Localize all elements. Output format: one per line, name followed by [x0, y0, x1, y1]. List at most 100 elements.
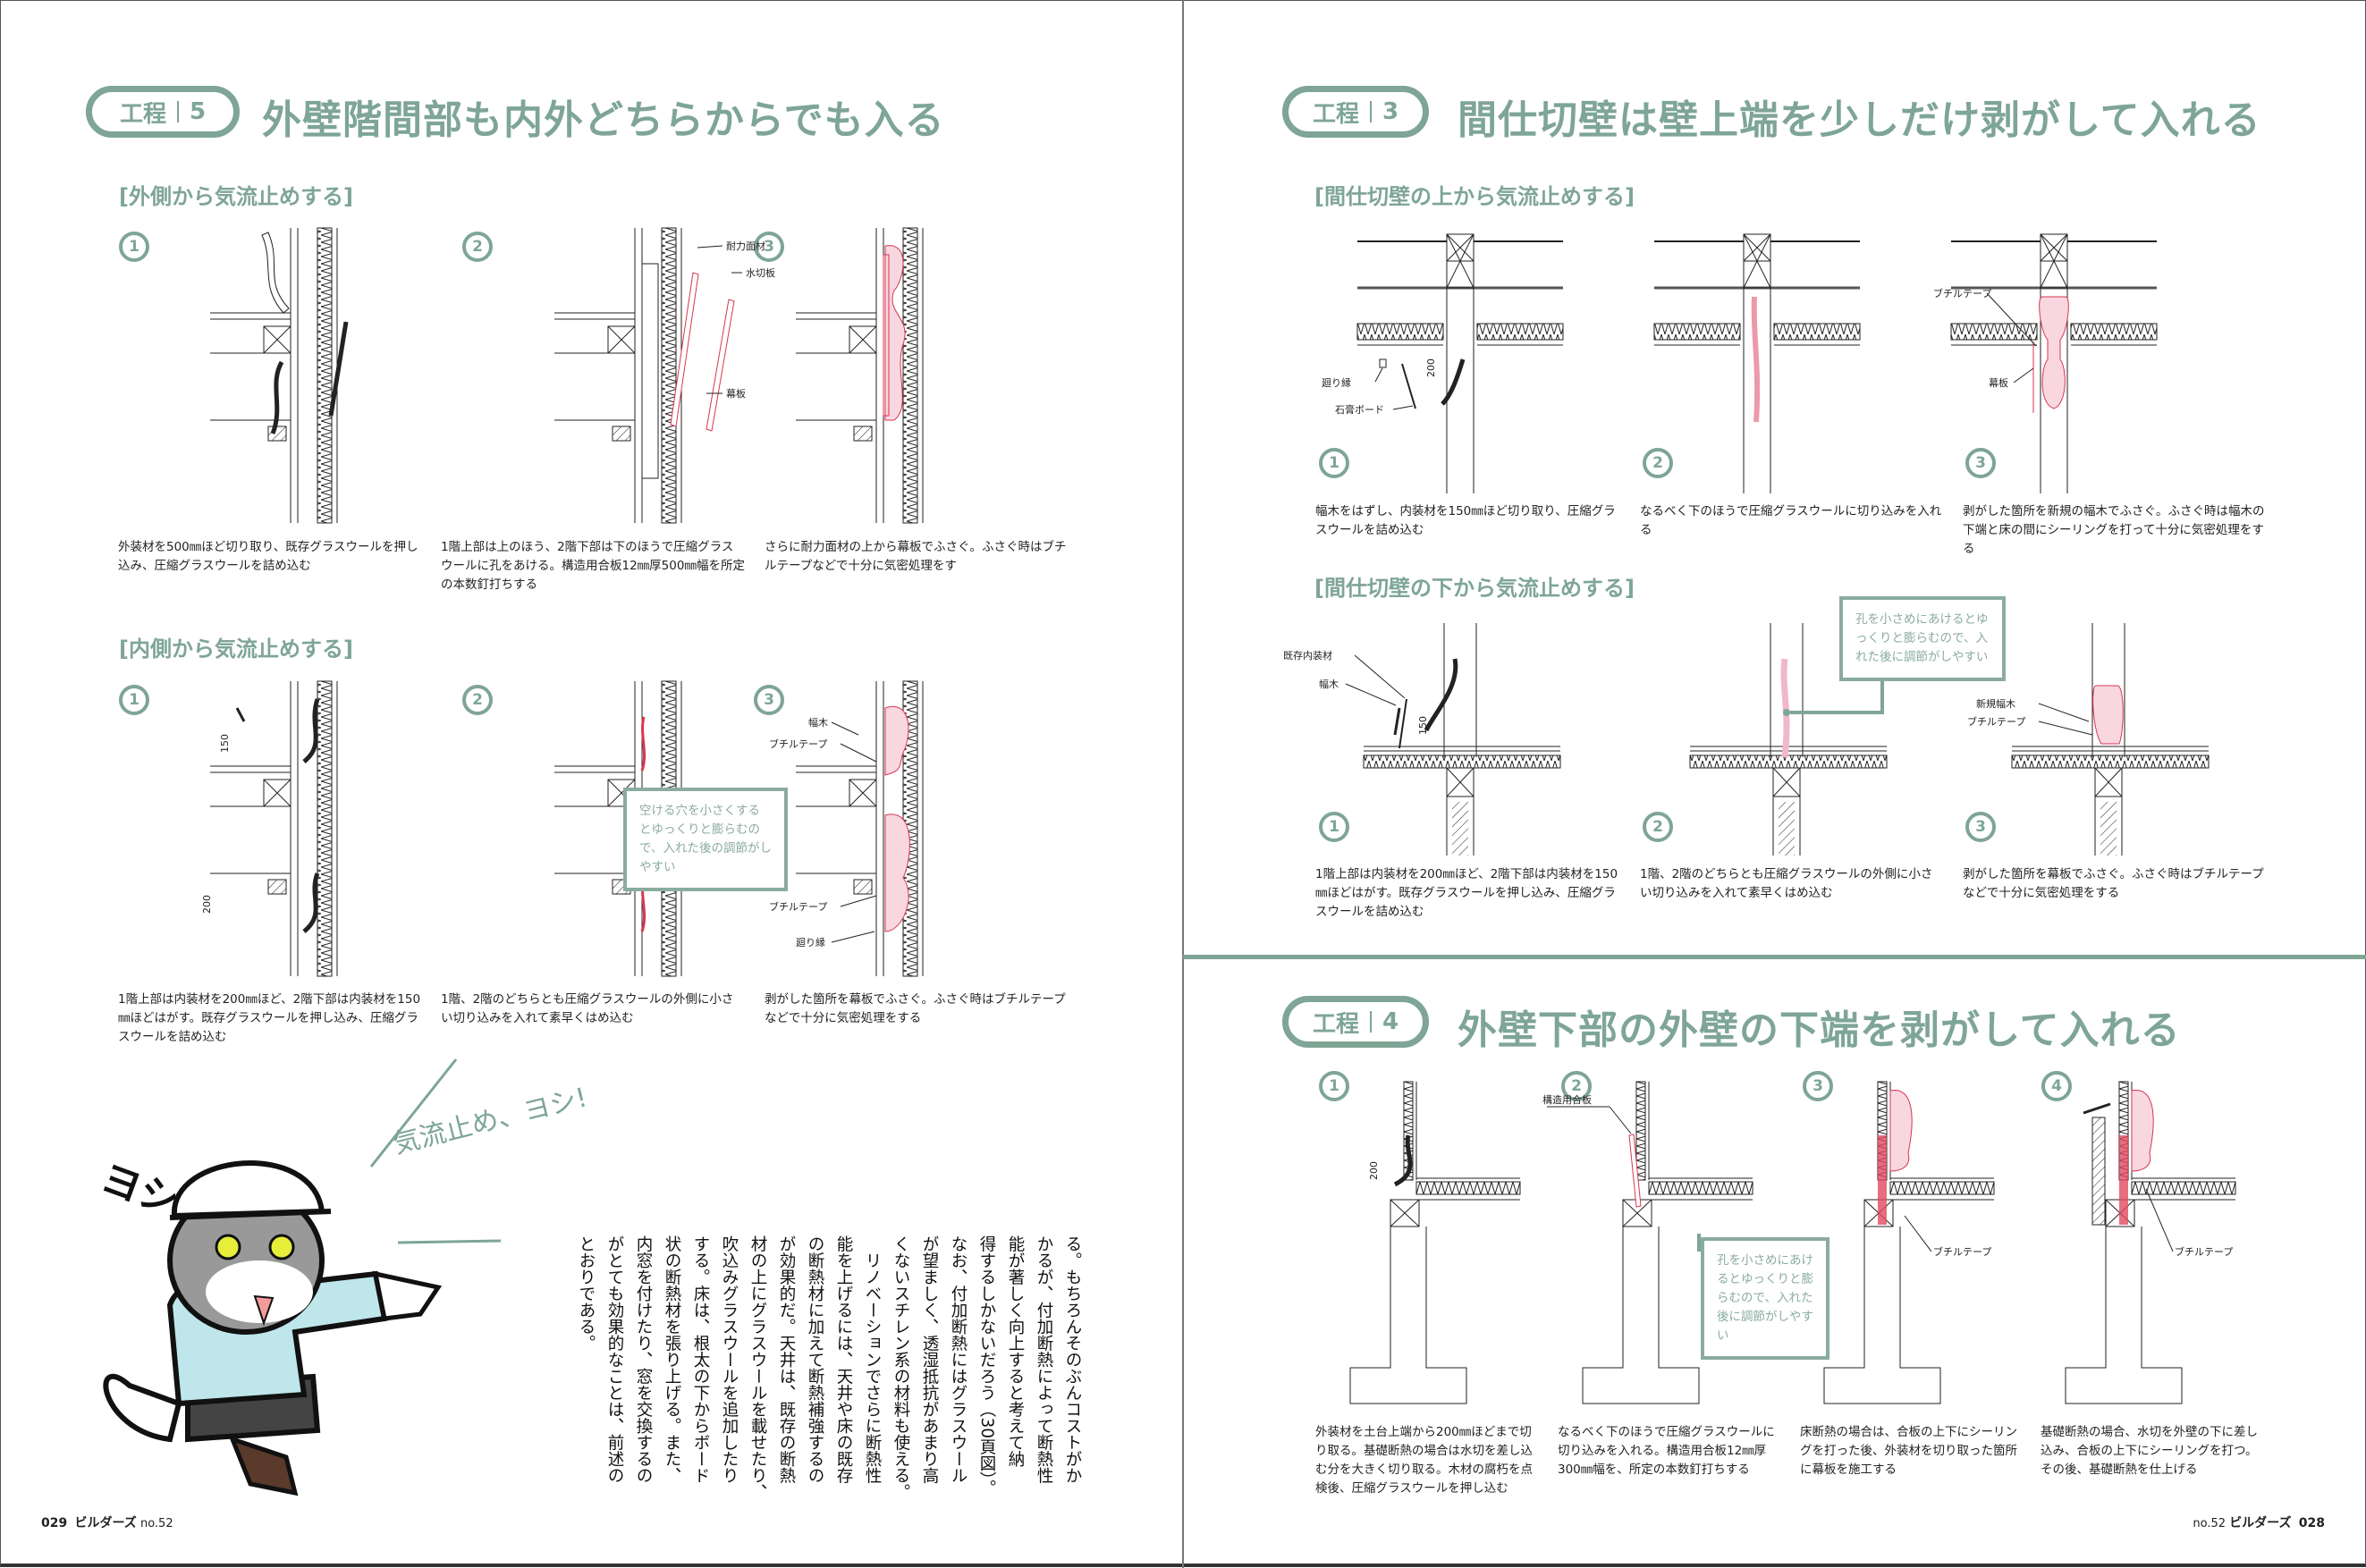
body-column: くないスチレン系の材料も使える。: [891, 1235, 910, 1500]
caption-inside-3: 剥がした箇所を幕板でふさぐ。ふさぐ時はブチルテープなどで十分に気密処理をする: [765, 992, 1066, 1025]
insulation-fill: [2092, 685, 2124, 745]
caption-base-3: 床断熱の場合は、合板の上下にシーリングを打った後、外装材を切り取った箇所に幕板を…: [1800, 1425, 2017, 1477]
page-number: 028: [2298, 1516, 2325, 1530]
diagram-outside-2: 耐力面材 水切板 幕板: [528, 228, 775, 523]
insulation-fill: [2039, 296, 2069, 409]
badge-divider: [1369, 1011, 1372, 1033]
caption-above-1: 幅木をはずし、内装材を150㎜ほど切り取り、圧縮グラスウールを詰め込む: [1315, 504, 1616, 537]
label-butyl-tape: ブチルテープ: [1933, 287, 1991, 299]
label-baseboard: 幅木: [808, 717, 828, 729]
diagram-below-3: 新規幅木 ブチルテープ: [1967, 622, 2210, 856]
inside-heading: [内側から気流止めする]: [119, 636, 353, 662]
caption-outside-2: 1階上部は上のほう、2階下部は下のほうで圧縮グラスウールに孔をあける。構造用合板…: [441, 540, 745, 592]
issue-number: no.52: [2193, 1517, 2227, 1530]
body-column: がとても効果的なことは、前述の: [605, 1235, 624, 1484]
caption-below-1: 1階上部は内装材を200㎜ほど、2階下部は内装材を150㎜ほどはがす。既存グラス…: [1315, 867, 1618, 919]
step-circle: 2: [1643, 448, 1673, 478]
label-crown-molding: 廻り縁: [796, 936, 825, 948]
body-column: リノベーションでさらに断熱性: [863, 1235, 882, 1484]
caption-base-2: なるべく下のほうで圧縮グラスウールに切り込みを入れる。構造用合板12㎜厚300㎜…: [1558, 1425, 1775, 1477]
process-badge-5: 工程 5: [86, 86, 240, 138]
insulation-fill: [2131, 1090, 2154, 1172]
insulation-fill: [884, 245, 906, 421]
step-circle: 3: [1803, 1071, 1833, 1101]
body-column: 状の断熱材を張り上げる。また、: [663, 1235, 681, 1484]
cat-pointing-hand: [372, 1270, 443, 1321]
caption-below-2: 1階、2階のどちらとも圧縮グラスウールの外側に小さい切り込みを入れて素早くはめ込…: [1640, 867, 1933, 900]
badge-label: 工程: [119, 100, 166, 128]
dim-200: 200: [1368, 1161, 1380, 1180]
from-above-heading: [間仕切壁の上から気流止めする]: [1314, 184, 1635, 209]
badge-number: 5: [189, 98, 207, 125]
step-circle: 1: [1319, 448, 1349, 478]
diagram-outside-3: [805, 228, 966, 523]
caption-below-3: 剥がした箇所を幕板でふさぐ。ふさぐ時はブチルテープなどで十分に気密処理をする: [1963, 867, 2264, 900]
label-butyl-tape: ブチルテープ: [769, 900, 827, 913]
diagram-outside-1: [183, 228, 349, 523]
badge-number: 4: [1382, 1008, 1399, 1035]
badge-divider: [1369, 101, 1372, 122]
label-butyl-tape: ブチルテープ: [2175, 1245, 2233, 1258]
diagram-base-4: ブチルテープ: [2065, 1081, 2236, 1404]
label-butyl-tape: ブチルテープ: [1967, 715, 2025, 728]
diagram-below-1: 150 既存内装材 幅木: [1283, 622, 1561, 856]
caption-outside-1: 外装材を500㎜ほど切り取り、既存グラスウールを押し込み、圧縮グラスウールを詰め…: [118, 540, 418, 573]
section-title-5: 外壁階間部も内外どちらからでも入る: [262, 97, 945, 143]
label-bearing-panel: 耐力面材: [726, 240, 765, 252]
body-text-vertical: る。もちろんそのぶんコストがか かるが、付加断熱によって断熱性 能が著しく向上す…: [550, 1235, 1086, 1504]
label-structural-plywood: 構造用合板: [1542, 1093, 1592, 1106]
body-column: が効果的だ。天井は、既存の断熱: [777, 1235, 796, 1484]
caption-inside-1: 1階上部は内装材を200㎜ほど、2階下部は内装材を150㎜ほどはがす。既存グラス…: [118, 992, 421, 1044]
body-column: 材の上にグラスウールを載せたり、: [748, 1235, 767, 1500]
magazine-name: ビルダーズ: [2229, 1516, 2292, 1530]
caption-base-4: 基礎断熱の場合、水切を外壁の下に差し込み、合板の上下にシーリングを打つ。その後、…: [2041, 1425, 2258, 1477]
cat-mascot-illustration: ヨシ!: [95, 1058, 502, 1496]
step-circle: 4: [2041, 1071, 2072, 1101]
from-below-heading: [間仕切壁の下から気流止めする]: [1314, 576, 1635, 601]
step-circle: 1: [1319, 1071, 1349, 1101]
body-column: る。もちろんそのぶんコストがか: [1063, 1235, 1082, 1484]
cat-shoe: [228, 1435, 299, 1496]
dim-200: 200: [1425, 358, 1437, 377]
outside-heading: [外側から気流止めする]: [119, 184, 353, 209]
process-badge-4: 工程 4: [1282, 996, 1429, 1048]
hard-hat: [171, 1160, 325, 1219]
magazine-name: ビルダーズ: [74, 1516, 137, 1530]
body-column: 吹込みグラスウールを追加したり: [720, 1235, 739, 1484]
label-fascia: 幕板: [1989, 376, 2008, 389]
step-circle: 2: [1561, 1071, 1592, 1101]
body-column: 内窓を付けたり、窓を交換するの: [634, 1235, 653, 1484]
dim-150: 150: [1417, 716, 1429, 735]
label-butyl-tape: ブチルテープ: [769, 738, 827, 750]
label-butyl-tape: ブチルテープ: [1933, 1245, 1991, 1258]
caption-base-1: 外装材を土台上端から200㎜ほどまで切り取る。基礎断熱の場合は水切を差し込む分を…: [1315, 1425, 1533, 1496]
step-circle: 1: [119, 232, 149, 262]
badge-label: 工程: [1312, 1010, 1359, 1038]
callout-small-hole-partition: 孔を小さめにあけるとゆっくりと膨らむので、入れた後に調節がしやすい: [1839, 596, 2006, 681]
caption-above-2: なるべく下のほうで圧縮グラスウールに切り込みを入れる: [1640, 504, 1942, 537]
diagram-above-1: 200 廻り縁 石膏ボード: [1322, 234, 1563, 485]
label-existing-interior: 既存内装材: [1283, 649, 1332, 662]
label-fascia: 幕板: [726, 387, 746, 400]
diagram-base-1: 200: [1349, 1081, 1521, 1404]
step-circle: 3: [1965, 812, 1996, 842]
diagram-above-2: [1654, 234, 1860, 485]
callout-small-hole: 空ける穴を小さくするとゆっくりと膨らむので、入れた後の調節がしやすい: [623, 788, 788, 891]
label-baseboard: 幅木: [1319, 679, 1339, 690]
body-column: が望ましく、透湿抵抗があまり高: [920, 1235, 939, 1484]
step-circle: 2: [462, 685, 493, 715]
removed-siding: [261, 232, 290, 314]
body-column: する。床は、根太の下からボード: [691, 1235, 710, 1484]
step-circle: 1: [119, 685, 149, 715]
section-title-4: 外壁下部の外壁の下端を剥がして入れる: [1458, 1007, 2181, 1053]
body-column: の断熱材に加えて断熱補強するの: [806, 1235, 824, 1484]
label-gypsum-board: 石膏ボード: [1335, 403, 1384, 416]
section-title-3: 間仕切壁は壁上端を少しだけ剥がして入れる: [1458, 97, 2261, 143]
badge-number: 3: [1382, 98, 1399, 125]
step-circle: 1: [1319, 812, 1349, 842]
callout-small-hole-base: 孔を小さめにあけるとゆっくりと膨らむので、入れた後に調節がしやすい: [1701, 1237, 1829, 1360]
footer-left: 029 ビルダーズ no.52: [41, 1513, 173, 1531]
step-circle: 2: [1643, 812, 1673, 842]
diagram-below-2: [1689, 622, 1888, 856]
issue-number: no.52: [139, 1517, 173, 1530]
